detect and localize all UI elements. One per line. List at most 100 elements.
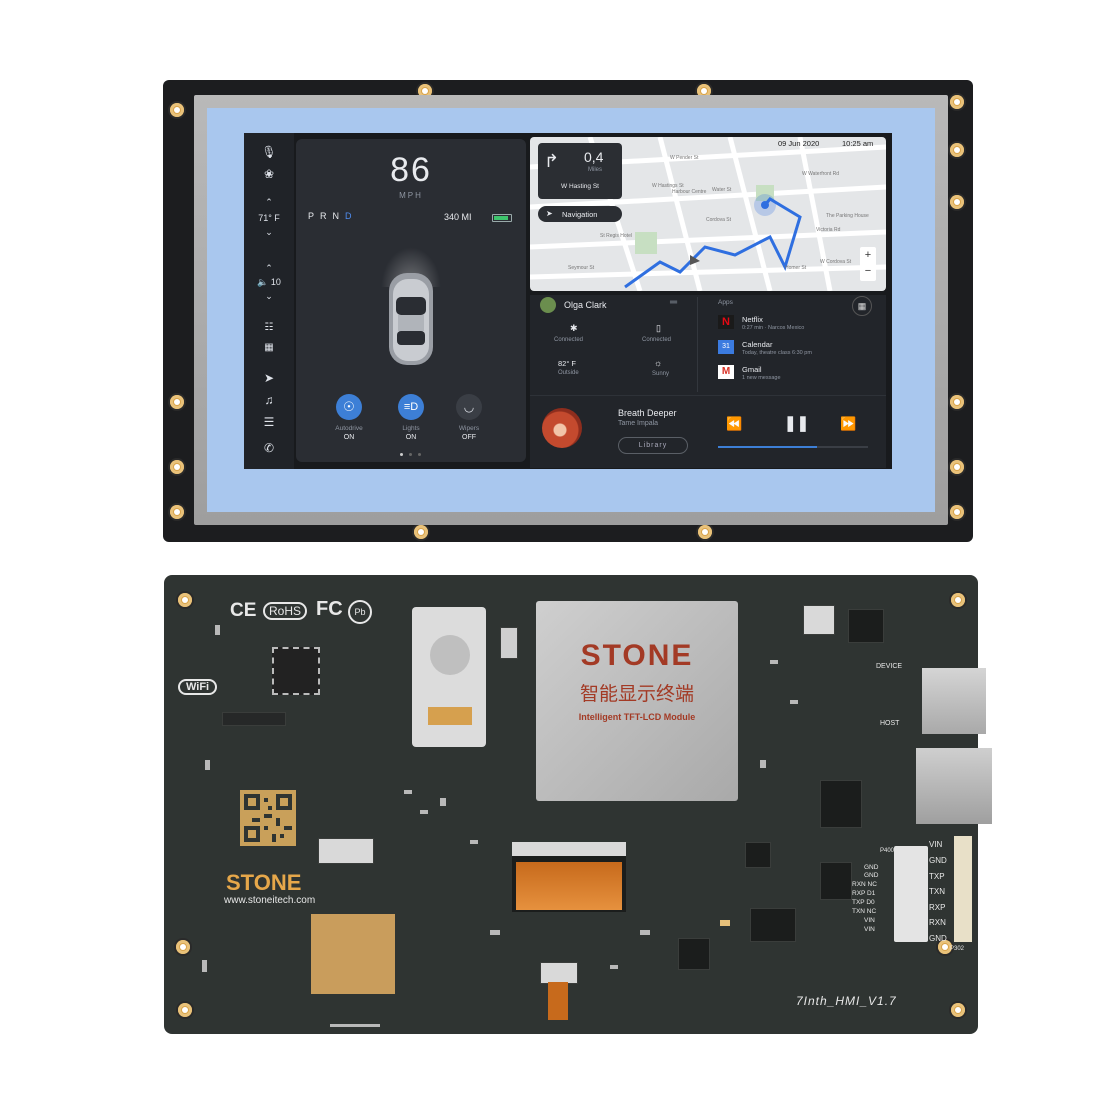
pin-label: RXN — [929, 918, 946, 927]
map-street-label: Homer St — [785, 265, 807, 271]
divider — [697, 297, 698, 392]
progress-fill — [718, 446, 817, 448]
avatar[interactable] — [540, 297, 556, 313]
phone-icon[interactable]: ✆ — [263, 441, 275, 455]
mounting-hole — [950, 143, 964, 157]
turn-distance-unit: Miles — [588, 167, 603, 173]
apps-title: Apps — [718, 299, 733, 306]
page-indicator — [400, 453, 424, 457]
chip-chinese-text: 智能显示终端 — [579, 683, 694, 705]
map-street-label: St Regis Hotel — [600, 233, 632, 239]
smd-component — [790, 700, 798, 704]
gear-d[interactable]: D — [345, 211, 358, 221]
pin-label: TXN — [929, 887, 945, 896]
smd-component — [640, 930, 650, 935]
map-street-label: Water St — [712, 187, 732, 193]
gear-p[interactable]: P — [308, 211, 321, 221]
battery-holder — [412, 607, 486, 747]
map-street-label: W Cordova St — [820, 259, 852, 265]
gear-selector[interactable]: PRND — [308, 211, 358, 221]
defrost-front-icon[interactable]: ☷ — [264, 322, 274, 333]
mounting-hole — [950, 460, 964, 474]
volume-down-chevron-icon[interactable]: ⌄ — [265, 291, 273, 301]
navigation-arrow-icon[interactable]: ➤ — [263, 371, 275, 385]
speed-unit: MPH — [399, 191, 423, 200]
status-time: 10:25 am — [842, 139, 874, 148]
inductor — [848, 609, 884, 643]
sd-card-slot[interactable] — [916, 748, 992, 824]
phone-status: Connected — [642, 337, 672, 343]
app-name[interactable]: Gmail — [742, 365, 762, 374]
gear-n[interactable]: N — [332, 211, 346, 221]
zoom-in-button[interactable]: + — [864, 249, 872, 261]
temp-up-chevron-icon[interactable]: ⌃ — [265, 197, 273, 207]
map-view[interactable]: W Pender St W Hastings St Harbour Centre… — [530, 137, 886, 291]
profile-name[interactable]: Olga Clark — [564, 300, 607, 310]
pause-icon[interactable]: ❚❚ — [784, 415, 810, 432]
navigation-button[interactable]: ➤ Navigation — [538, 206, 622, 222]
speed-value: 86 — [390, 151, 432, 189]
smd-component — [215, 625, 220, 635]
ce-mark: CE — [230, 600, 257, 621]
car-top-view — [389, 273, 433, 365]
defrost-rear-icon[interactable]: ▦ — [264, 342, 274, 353]
temp-down-chevron-icon[interactable]: ⌄ — [265, 227, 273, 237]
pin-label: GND — [929, 856, 947, 865]
fpc-connector — [318, 838, 374, 864]
map-street-label: Seymour St — [568, 265, 595, 271]
gmail-icon[interactable]: M — [718, 365, 734, 379]
pin-label: RXP D1 — [852, 890, 876, 897]
map-street-label: W Hastings St — [652, 183, 684, 189]
smd-component — [330, 1024, 380, 1027]
netflix-icon[interactable]: N — [718, 315, 734, 329]
tactile-switch — [500, 627, 518, 659]
wiper-icon[interactable]: ◡ — [456, 394, 482, 420]
settings-sliders-icon[interactable]: ☰ — [263, 415, 275, 429]
pin-label: VIN — [929, 840, 943, 849]
mounting-hole — [698, 525, 712, 539]
turn-distance: 0,4 — [584, 149, 604, 165]
steering-icon[interactable]: ☉ — [336, 394, 362, 420]
toggle-label-lights: Lights — [402, 425, 420, 432]
mounting-hole — [951, 593, 965, 607]
navigation-arrow-icon: ➤ — [546, 209, 553, 218]
volume-up-chevron-icon[interactable]: ⌃ — [265, 263, 273, 273]
mounting-hole — [950, 95, 964, 109]
map-street-label: W Waterfront Rd — [802, 171, 840, 177]
music-note-icon[interactable]: ♫ — [264, 393, 274, 407]
mounting-hole — [418, 84, 432, 98]
smd-component — [404, 790, 412, 794]
jst-connector — [803, 605, 835, 635]
rewind-icon[interactable]: ⏪ — [726, 416, 743, 431]
pin-label: RXP — [929, 903, 946, 912]
pin-header[interactable] — [954, 836, 972, 942]
serial-header[interactable] — [894, 846, 928, 942]
gear-r[interactable]: R — [320, 211, 333, 221]
track-title: Breath Deeper — [618, 408, 677, 418]
gold-pad — [311, 914, 395, 994]
fast-forward-icon[interactable]: ⏩ — [840, 416, 857, 431]
fan-icon[interactable]: ❀ — [263, 167, 275, 181]
library-button[interactable]: Library — [618, 437, 688, 454]
menu-icon[interactable]: ═ — [670, 297, 678, 308]
headlight-icon[interactable]: ≡D — [398, 394, 424, 420]
app-name[interactable]: Netflix — [742, 315, 763, 324]
phone-icon[interactable]: ▯ — [656, 323, 661, 333]
zoom-out-button[interactable]: − — [864, 265, 872, 277]
outside-temperature: 82° F — [558, 359, 577, 368]
temperature-readout: 71° F — [258, 213, 280, 223]
grid-icon[interactable]: ▦ — [852, 296, 872, 316]
mounting-hole — [938, 940, 952, 954]
calendar-icon[interactable]: 31 — [718, 340, 734, 354]
chip-brand: STONE — [580, 639, 694, 672]
mounting-hole — [170, 460, 184, 474]
mounting-hole — [951, 1003, 965, 1017]
microphone-icon[interactable]: 🎙 — [261, 145, 277, 159]
bluetooth-icon[interactable]: ✱ — [570, 323, 578, 333]
usb-port[interactable] — [922, 668, 986, 734]
smd-component — [720, 920, 730, 926]
app-name[interactable]: Calendar — [742, 340, 773, 349]
map-streets — [530, 137, 886, 291]
progress-track[interactable] — [718, 446, 868, 448]
smd-component — [202, 960, 207, 972]
